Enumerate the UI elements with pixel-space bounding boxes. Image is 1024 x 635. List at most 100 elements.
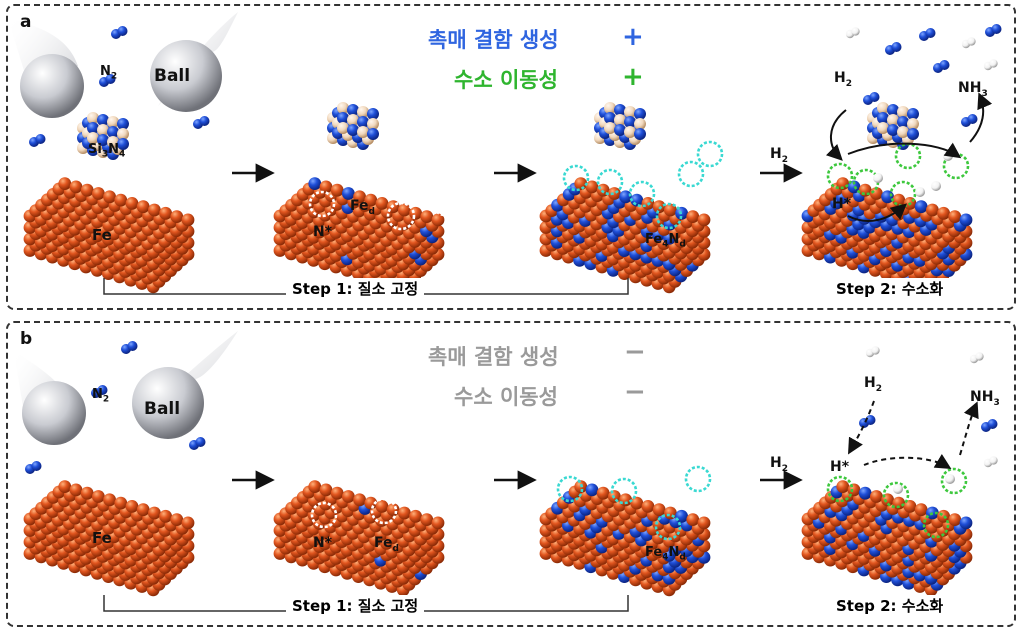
n-atom <box>634 128 646 140</box>
fe-atom <box>170 513 184 526</box>
fe-slab <box>23 480 195 597</box>
fe-slab <box>801 480 973 597</box>
fe-atom <box>181 516 195 530</box>
h-atom <box>915 187 925 197</box>
n-atom <box>195 437 206 447</box>
fe-atom <box>398 203 411 217</box>
si-atom <box>897 106 909 118</box>
fe-atom <box>608 187 621 200</box>
fe-atom <box>574 177 588 191</box>
n-atom <box>869 92 880 102</box>
n2-molecule <box>91 385 108 398</box>
n-atom <box>619 190 632 204</box>
fe-slab <box>539 480 711 597</box>
n-atom <box>967 114 978 124</box>
effect-hydrogen-mobility: 수소 이동성 <box>454 68 558 92</box>
n2-molecule <box>933 60 950 73</box>
si-atom <box>877 122 889 134</box>
si-atom <box>907 118 919 130</box>
si-atom <box>337 122 349 134</box>
si-atom <box>877 102 889 114</box>
nitride-ring <box>556 475 584 503</box>
fe-atom <box>136 503 150 517</box>
si-atom <box>634 118 646 130</box>
fe-atom <box>641 500 655 513</box>
n2-molecule <box>985 24 1002 37</box>
n-atom <box>347 124 359 136</box>
fe-atom <box>686 513 700 526</box>
fe-atom <box>342 490 355 503</box>
fe-atom <box>375 500 389 513</box>
hydrogen-site-ring <box>889 180 917 208</box>
h2-molecule <box>845 27 860 39</box>
h-star-label: H* <box>832 196 852 212</box>
effect-mobility-sign: + <box>622 62 644 92</box>
fe-atom <box>319 180 333 194</box>
n2-molecule <box>961 114 978 127</box>
n-atom <box>614 124 626 136</box>
n-atom <box>308 177 322 191</box>
fe-slab <box>273 177 445 294</box>
h-atom <box>893 484 903 494</box>
si-atom <box>347 114 359 126</box>
n-atom <box>337 112 349 124</box>
h-atom <box>851 27 860 36</box>
step1-label: Step 1: 질소 고정 <box>286 595 425 616</box>
n-atom <box>357 116 369 128</box>
panel-label: a <box>20 12 32 32</box>
n-atom <box>367 128 379 140</box>
h-atom <box>989 59 998 68</box>
si-atom <box>357 126 369 138</box>
n-atom <box>865 415 876 425</box>
h2-gas-label: H2 <box>834 70 852 89</box>
nh3-label: NH3 <box>958 80 988 99</box>
effect-defect-sign: + <box>622 22 644 52</box>
n2-molecule <box>189 437 206 450</box>
fe-atom <box>58 177 72 191</box>
hydrogen-migration-arrow <box>847 203 908 222</box>
fe-atom <box>330 183 344 197</box>
fe-atom <box>353 493 366 507</box>
fe-atom <box>136 200 150 214</box>
n-atom <box>107 126 119 138</box>
si-atom <box>624 126 636 138</box>
h2-molecule <box>865 346 880 358</box>
milling-ball-icon <box>132 367 204 439</box>
n-star-label: N* <box>313 224 333 240</box>
n-atom <box>31 461 42 471</box>
fe-atom <box>652 200 666 214</box>
h2-molecule <box>983 59 998 71</box>
h2-molecule <box>969 352 984 364</box>
fe4nd-label: Fe4Nd <box>645 232 686 250</box>
si-atom <box>87 112 99 124</box>
scene-a <box>8 12 1002 295</box>
step2-label: Step 2: 수소화 <box>830 278 950 299</box>
fe-atom <box>353 190 366 204</box>
fe-atom <box>870 490 883 503</box>
fe-slab <box>23 177 195 294</box>
h2-molecule <box>983 456 998 468</box>
defect-ring <box>308 190 336 218</box>
n-atom <box>117 138 129 150</box>
si3n4-cluster <box>867 102 919 150</box>
fe-atom <box>69 180 83 194</box>
effect-defect-generation: 촉매 결함 생성 <box>428 345 559 369</box>
defect-ring <box>386 201 416 231</box>
fe-atom <box>80 183 94 197</box>
effect-defect-generation: 촉매 결함 생성 <box>428 28 559 52</box>
h2-molecule <box>961 37 976 49</box>
fe-atom <box>92 187 105 200</box>
n2-molecule <box>29 134 46 147</box>
fe-atom <box>420 513 434 526</box>
nitride-ring <box>677 160 705 188</box>
n-atom <box>914 200 928 214</box>
milling-ball-icon <box>20 54 84 118</box>
hydrogen-spillover-arrow <box>863 453 952 470</box>
n2-molecule <box>99 74 116 87</box>
si-atom <box>897 126 909 138</box>
fe-atom <box>697 516 711 530</box>
n2-molecule <box>111 26 128 39</box>
fe-atom <box>892 193 906 207</box>
n-atom <box>97 134 109 146</box>
n2-molecule <box>25 461 42 474</box>
